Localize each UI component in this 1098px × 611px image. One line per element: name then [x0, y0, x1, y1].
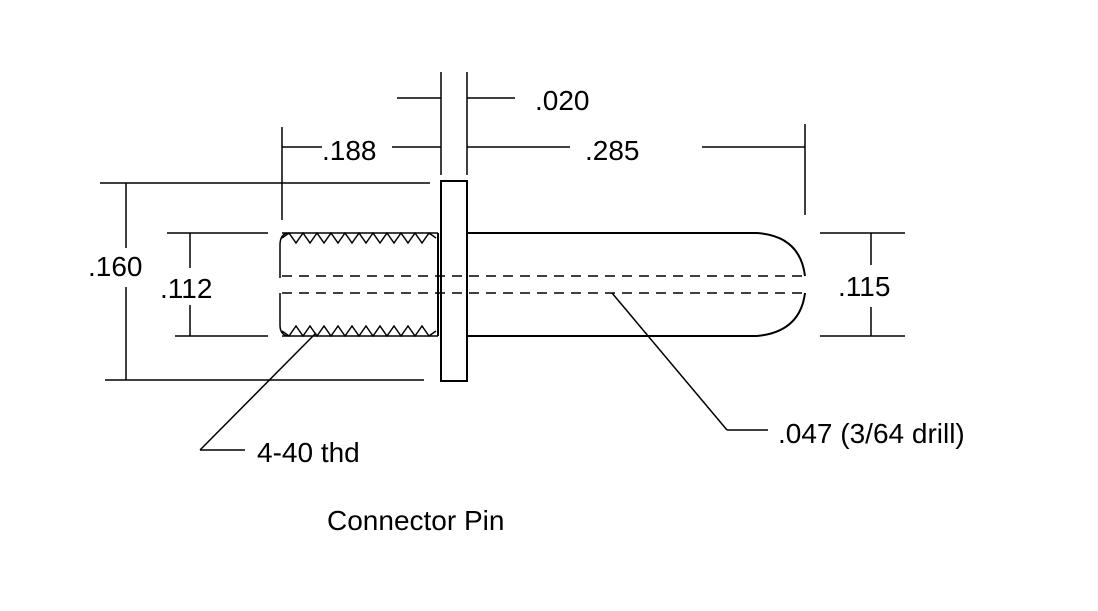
callout-label-bore: .047 (3/64 drill) [778, 418, 965, 449]
callout-thread: 4-40 thd [199, 332, 360, 468]
dim-label-flange-diameter: .160 [88, 251, 143, 282]
dim-label-thread-length: .188 [322, 135, 377, 166]
dim-thread-length: .188 [281, 127, 441, 220]
dim-label-shaft-length: .285 [585, 135, 640, 166]
shaft-rounded-tip [756, 232, 806, 277]
thread-teeth-bottom [281, 324, 437, 338]
dim-thread-diameter: .112 [160, 232, 268, 337]
dim-shaft-diameter: .115 [820, 232, 905, 337]
thread-teeth-top [281, 231, 437, 245]
dim-label-flange-thickness: .020 [535, 85, 590, 116]
callout-label-thread: 4-40 thd [257, 437, 360, 468]
dim-flange-diameter: .160 [88, 182, 430, 381]
dim-label-shaft-diameter: .115 [838, 271, 890, 302]
callout-bore: .047 (3/64 drill) [611, 292, 965, 449]
dim-shaft-length: .285 [467, 124, 806, 215]
dim-label-thread-diameter: .112 [160, 273, 212, 304]
dim-flange-thickness: .020 [397, 72, 590, 175]
drawing-title: Connector Pin [327, 505, 504, 536]
pin-body [279, 180, 806, 382]
flange [440, 180, 468, 382]
